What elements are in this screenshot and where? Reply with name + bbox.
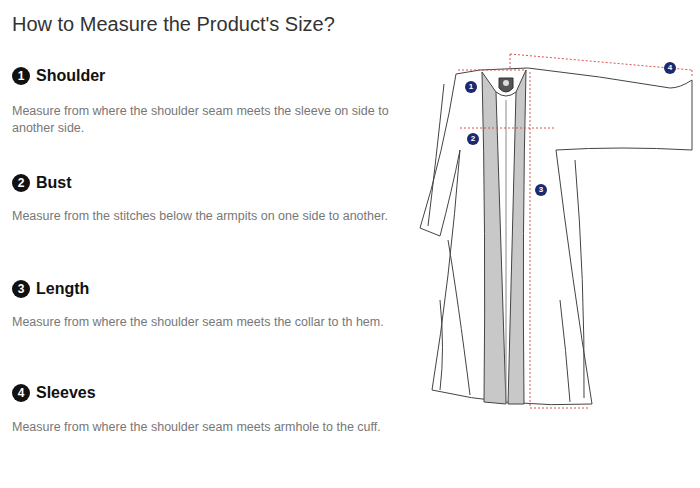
callout-text: 2: [18, 177, 25, 189]
section-number: 1: [12, 67, 30, 85]
section-heading: Length: [36, 280, 89, 298]
section-number: 3: [12, 280, 30, 298]
section-heading: Shoulder: [36, 67, 105, 85]
section-number: 4: [12, 384, 30, 402]
callout-number: 2: [467, 133, 479, 145]
section-description: Measure from where the shoulder seam mee…: [12, 419, 404, 436]
callout-number: 1: [465, 81, 477, 93]
section-number: 2: [12, 174, 30, 192]
section-description: Measure from the stitches below the armp…: [12, 208, 404, 225]
section-description: Measure from where the shoulder seam mee…: [12, 103, 404, 137]
page-title: How to Measure the Product's Size?: [12, 13, 335, 36]
callout-text: 2: [471, 135, 475, 143]
callout-text: 1: [18, 70, 25, 82]
callout-text: 3: [18, 283, 25, 295]
callout-text: 4: [18, 387, 25, 399]
callout-number: 3: [535, 184, 547, 196]
section-description: Measure from where the shoulder seam mee…: [12, 314, 404, 331]
callout-text: 4: [668, 64, 672, 72]
section-heading: Sleeves: [36, 384, 96, 402]
callout-number: 4: [664, 62, 676, 74]
callout-text: 1: [469, 83, 473, 91]
callout-text: 3: [539, 186, 543, 194]
section-heading: Bust: [36, 174, 72, 192]
